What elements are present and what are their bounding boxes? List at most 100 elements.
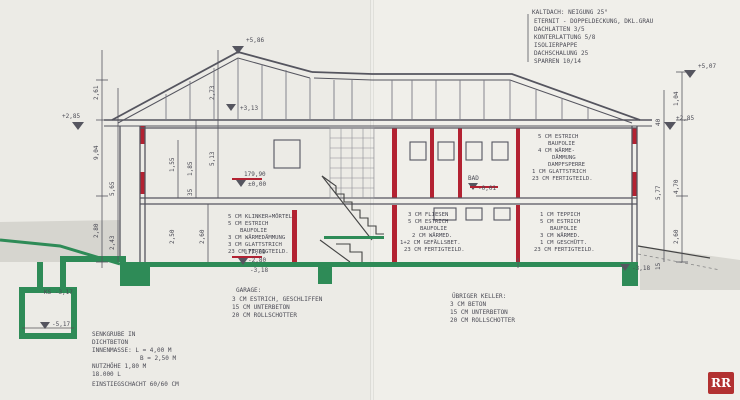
floor-layer: BAUFOLIE bbox=[548, 141, 576, 147]
dimension-lines bbox=[96, 50, 688, 268]
stair bbox=[319, 175, 384, 263]
floor-layer: 5 CM ESTRICH bbox=[408, 219, 448, 225]
floor-layer: 5 CM ESTRICH bbox=[228, 221, 268, 227]
dim-right: 2,60 bbox=[673, 229, 680, 244]
floor-layer: BAUFOLIE bbox=[240, 228, 268, 234]
tank-note: SENKGRUBE IN bbox=[92, 331, 136, 338]
dim-inner: 2,50 bbox=[169, 229, 176, 244]
floor-layer: 23 CM FERTIGTEILD. bbox=[228, 249, 289, 255]
garage-layer: 20 CM ROLLSCHOTTER bbox=[232, 312, 297, 319]
room-label-bad: BAD bbox=[468, 175, 479, 182]
terrain-shade-right bbox=[640, 246, 740, 290]
level-gf: ±0,00 bbox=[248, 181, 266, 188]
keller-title: ÜBRIGER KELLER: bbox=[452, 293, 506, 300]
level-bad: -0,01 bbox=[478, 185, 496, 192]
level-ceiling: +3,13 bbox=[240, 105, 258, 112]
floor-layer: 3 CM WÄRMED. bbox=[540, 232, 580, 239]
tank-note: NUTZHÖHE 1,80 M bbox=[92, 363, 147, 370]
terrain-right bbox=[637, 245, 711, 259]
dim-left: 9,04 bbox=[93, 145, 100, 160]
gf-level-mark bbox=[232, 178, 262, 180]
dim-inner: 2,60 bbox=[199, 229, 206, 244]
paper-fold bbox=[370, 0, 374, 400]
floor-layer: 4 CM WÄRME- bbox=[538, 147, 575, 154]
keller-layer: 15 CM UNTERBETON bbox=[450, 309, 508, 316]
garage-level-mark bbox=[232, 256, 262, 258]
floor-layer: DÄMMUNG bbox=[552, 154, 576, 161]
level-tank: -5,17 bbox=[52, 321, 70, 328]
level-right-top: +5,07 bbox=[698, 63, 716, 70]
level-slab-right: -3,18 bbox=[632, 265, 650, 272]
dim-inner: 35 bbox=[187, 188, 194, 196]
floor-layer: BAUFOLIE bbox=[550, 226, 578, 232]
garage-layer: 3 CM ESTRICH, GESCHLIFFEN bbox=[232, 296, 323, 303]
roof-rafters bbox=[165, 58, 589, 120]
floor-layer: 1 CM GESCHÜTT. bbox=[540, 239, 587, 246]
floor-layer: 23 CM FERTIGTEILD. bbox=[532, 176, 593, 182]
dim-left: 2,61 bbox=[93, 85, 100, 100]
brand-logo: RR bbox=[708, 372, 734, 394]
level-slab-left: -3,18 bbox=[250, 267, 268, 274]
floor-layer: BAUFOLIE bbox=[420, 226, 448, 232]
dim-left: 2,43 bbox=[109, 235, 116, 250]
terrain-right-dashed bbox=[637, 253, 721, 271]
roof-spec-line: DACHLATTEN 3/5 bbox=[534, 26, 585, 33]
dim-left: 2,80 bbox=[93, 223, 100, 238]
level-pit: KS -3,17 bbox=[44, 289, 73, 296]
garage-layer: 15 CM UNTERBETON bbox=[232, 304, 290, 311]
floor-layer: 5 CM ESTRICH bbox=[538, 134, 578, 140]
floor-layer: 1+2 CM GEFÄLLSBET. bbox=[400, 239, 461, 246]
walls bbox=[140, 126, 637, 265]
garage-title: GARAGE: bbox=[236, 287, 261, 294]
floor-layer: 1 CM GLATTSTRICH bbox=[532, 169, 586, 175]
dim-left: 5,65 bbox=[109, 181, 116, 196]
landing-slab bbox=[324, 236, 384, 239]
keller-layer: 20 CM ROLLSCHOTTER bbox=[450, 317, 515, 324]
floor-layer: 3 CM FLIESEN bbox=[408, 212, 448, 218]
dim-right: 15 bbox=[655, 262, 662, 270]
level-eave-right: +2,85 bbox=[676, 115, 694, 122]
level-garage-sub: 177,09 bbox=[244, 249, 266, 256]
dim-inner: 1,55 bbox=[169, 157, 176, 172]
floor-layer: 23 CM FERTIGTEILD. bbox=[404, 247, 465, 253]
dim-right: 4,70 bbox=[673, 179, 680, 194]
level-ridge: +5,86 bbox=[246, 37, 264, 44]
keller-layer: 3 CM BETON bbox=[450, 301, 487, 308]
roof-spec-line: KONTERLATTUNG 5/8 bbox=[534, 34, 596, 41]
floor-layer: 1 CM TEPPICH bbox=[540, 212, 580, 218]
terrain-shade-left bbox=[0, 220, 120, 262]
dim-right: 5,77 bbox=[655, 185, 662, 200]
level-garage: -2,80 bbox=[248, 257, 266, 264]
windows bbox=[273, 139, 511, 221]
level-eave-left: +2,85 bbox=[62, 113, 80, 120]
exterior-walls bbox=[119, 126, 638, 262]
tank-note: B = 2,50 M bbox=[140, 355, 177, 362]
floor-layer: 5 CM ESTRICH bbox=[540, 219, 580, 225]
roof-spec-title: KALTDACH: NEIGUNG 25° bbox=[532, 9, 608, 16]
tank-note: 18.000 L bbox=[92, 371, 121, 378]
floor-layer: 23 CM FERTIGTEILD. bbox=[534, 247, 595, 253]
dim-inner: 5,13 bbox=[209, 151, 216, 166]
tank-note: DICHTBETON bbox=[92, 339, 129, 346]
level-markers bbox=[40, 46, 696, 329]
tank-note: INNENMASSE: L = 4,00 M bbox=[92, 347, 172, 354]
floor-layer: 2 CM WÄRMED. bbox=[412, 232, 452, 239]
dim-inner: 1,85 bbox=[187, 161, 194, 176]
roof-spec-line: ETERNIT - DOPPELDECKUNG, DKL.GRAU bbox=[534, 18, 654, 25]
dim-right: 1,04 bbox=[673, 91, 680, 106]
floor-layer: DAMPFSPERRE bbox=[548, 162, 586, 168]
level-gf-sub: 179,90 bbox=[244, 171, 266, 178]
dim-right: 40 bbox=[655, 118, 662, 126]
paper-right-half bbox=[372, 0, 740, 400]
foundation bbox=[60, 256, 638, 288]
floor-slabs bbox=[140, 127, 637, 205]
floor-layer: 3 CM WÄRMEDÄMMUNG bbox=[228, 234, 286, 241]
roof-spec-line: SPARREN 10/14 bbox=[534, 58, 581, 65]
glass-block-wall bbox=[329, 127, 375, 199]
tank-note: EINSTIEGSCHACHT 60/60 CM bbox=[92, 381, 179, 388]
floor-layer: 3 CM GLATTSTRICH bbox=[228, 242, 282, 248]
roof-spec-line: ISOLIERPAPPE bbox=[534, 42, 578, 49]
floor-layer: 5 CM KLINKER+MÖRTEL bbox=[228, 213, 293, 220]
